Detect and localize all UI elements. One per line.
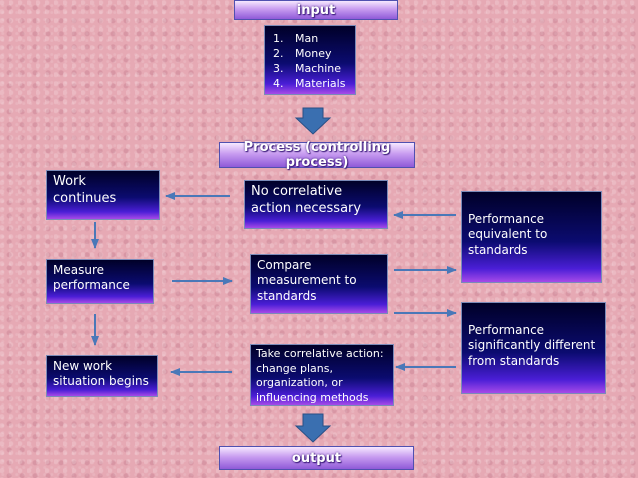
node-performance-equivalent: Performance equivalent to standards bbox=[461, 191, 602, 283]
list-item: 1.Man bbox=[273, 32, 319, 45]
list-item: 4.Materials bbox=[273, 77, 346, 90]
title-input-text: input bbox=[296, 2, 336, 18]
list-item: 2.Money bbox=[273, 47, 332, 60]
node-take-action-text: Take correlative action: change plans, o… bbox=[256, 347, 384, 404]
title-output: output bbox=[219, 446, 414, 470]
block-arrow-input-to-process bbox=[294, 107, 332, 135]
node-take-action: Take correlative action: change plans, o… bbox=[250, 344, 394, 406]
node-performance-different-text: Performance significantly different from… bbox=[468, 323, 596, 368]
node-performance-different: Performance significantly different from… bbox=[461, 302, 606, 394]
title-process-text: Process (controlling process) bbox=[243, 140, 391, 170]
node-no-correlative-text: No correlative action necessary bbox=[251, 184, 362, 216]
node-measure-performance-text: Measure performance bbox=[53, 263, 130, 293]
node-work-continues-text: Work continues bbox=[53, 174, 117, 206]
title-output-text: output bbox=[291, 450, 342, 466]
node-new-work: New work situation begins bbox=[46, 355, 158, 397]
list-item: 3.Machine bbox=[273, 62, 342, 75]
node-measure-performance: Measure performance bbox=[46, 259, 154, 304]
node-new-work-text: New work situation begins bbox=[53, 359, 149, 389]
title-process: Process (controlling process) bbox=[219, 140, 415, 170]
node-no-correlative: No correlative action necessary bbox=[244, 180, 388, 229]
inputs-list: 1.Man 2.Money 3.Machine 4.Materials bbox=[269, 31, 351, 91]
node-performance-equivalent-text: Performance equivalent to standards bbox=[468, 212, 548, 257]
inputs-box: 1.Man 2.Money 3.Machine 4.Materials bbox=[264, 25, 356, 95]
node-compare-text: Compare measurement to standards bbox=[257, 258, 357, 303]
title-input: input bbox=[234, 0, 398, 20]
node-compare: Compare measurement to standards bbox=[250, 254, 388, 314]
block-arrow-to-output bbox=[294, 413, 332, 443]
node-work-continues: Work continues bbox=[46, 170, 160, 220]
